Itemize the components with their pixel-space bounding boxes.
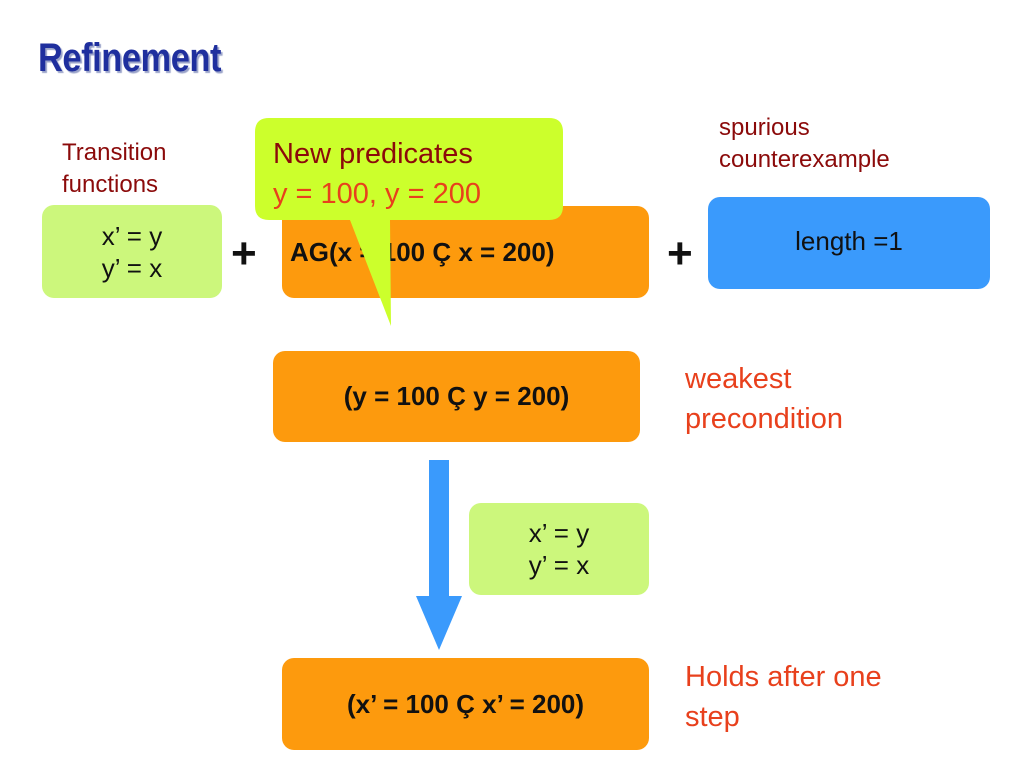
transition-functions-box: x’ = y y’ = x bbox=[42, 205, 222, 298]
length-text: length =1 bbox=[795, 226, 903, 256]
wp-label-line-1: weakest bbox=[685, 363, 792, 395]
transition-line-1: x’ = y bbox=[101, 220, 163, 251]
callout-line-1: New predicates bbox=[273, 138, 473, 170]
wp-label-line-2: precondition bbox=[685, 403, 843, 435]
result-formula-text: (x’ = 100 Ç x’ = 200) bbox=[346, 688, 585, 719]
plus-symbol-2: + bbox=[667, 229, 693, 278]
plus-symbol-1: + bbox=[231, 229, 257, 278]
step-transition-box: x’ = y y’ = x bbox=[469, 503, 649, 595]
result-formula-box: (x’ = 100 Ç x’ = 200) bbox=[282, 658, 649, 750]
transition-functions-label: Transition functions bbox=[62, 137, 166, 201]
callout-line-2: y = 100, y = 200 bbox=[273, 178, 481, 210]
step-line-1: x’ = y bbox=[528, 518, 590, 548]
callout-bubble-shape bbox=[255, 118, 563, 326]
slide-title: Refinement bbox=[38, 36, 222, 80]
spurious-label-line-2: counterexample bbox=[719, 146, 890, 173]
transition-label-line-2: functions bbox=[62, 171, 159, 198]
step-line-2: y’ = x bbox=[528, 550, 590, 580]
ag-formula-text: AG(x = 100 Ç x = 200) bbox=[290, 236, 555, 267]
down-arrow-icon bbox=[416, 460, 462, 650]
weakest-precondition-text: (y = 100 Ç y = 200) bbox=[343, 381, 570, 411]
holds-label-line-2: step bbox=[685, 701, 740, 733]
weakest-precondition-label: weakest precondition bbox=[685, 359, 843, 439]
transition-line-2: y’ = x bbox=[101, 252, 163, 283]
length-box: length =1 bbox=[708, 197, 990, 289]
holds-after-one-step-label: Holds after one step bbox=[685, 657, 882, 737]
new-predicates-callout bbox=[255, 118, 563, 326]
weakest-precondition-box: (y = 100 Ç y = 200) bbox=[273, 351, 640, 442]
spurious-label-line-1: spurious bbox=[719, 114, 810, 141]
spurious-counterexample-label: spurious counterexample bbox=[719, 112, 890, 176]
transition-label-line-1: Transition bbox=[62, 139, 167, 166]
ag-formula-box: AG(x = 100 Ç x = 200) bbox=[282, 206, 649, 298]
holds-label-line-1: Holds after one bbox=[685, 661, 882, 693]
